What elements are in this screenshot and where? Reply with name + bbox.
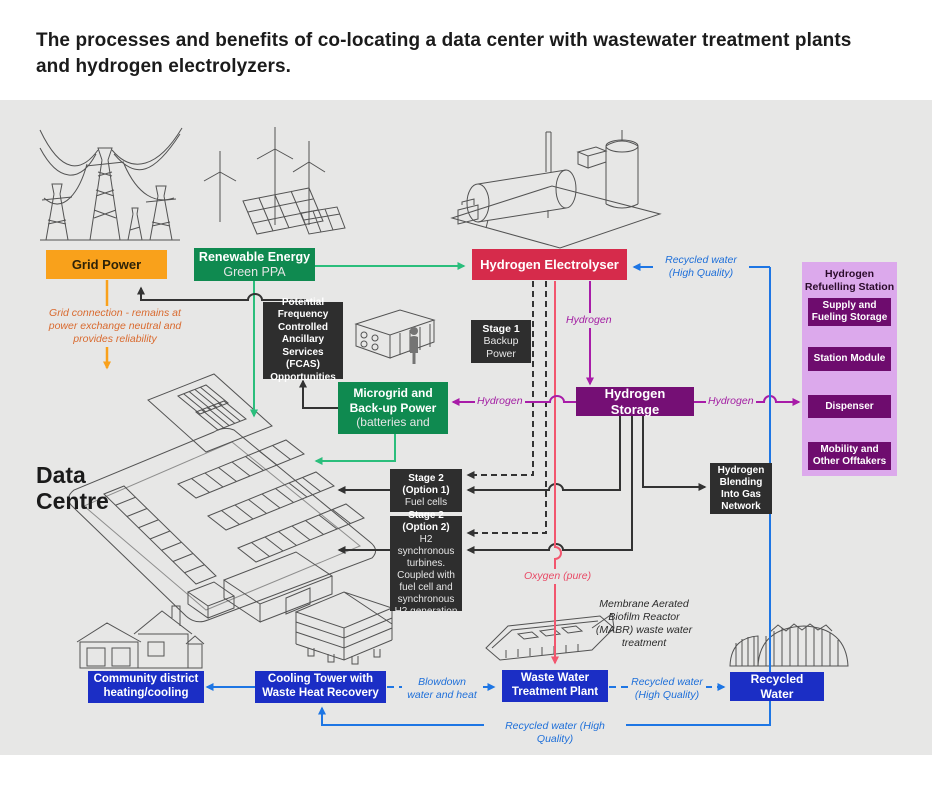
label-hydrogen-electrolyser-storage: Hydrogen: [564, 313, 614, 329]
flow-renewable-green-lines: [250, 262, 466, 465]
house-illustration: [76, 605, 205, 669]
node-stage2-option2-line1: Stage 2: [408, 509, 444, 521]
hydrogen-refuelling-station-panel: Hydrogen Refuelling Station Supply and F…: [802, 262, 897, 476]
node-grid-power: Grid Power: [46, 250, 167, 279]
node-stage1-subtitle: Backup Power: [483, 335, 519, 360]
data-centre-illustration: [68, 373, 376, 623]
electrolyser-plant-illustration: [450, 130, 662, 249]
refuelling-station-title: Hydrogen Refuelling Station: [804, 268, 895, 294]
node-hydrogen-electrolyser: Hydrogen Electrolyser: [472, 249, 627, 280]
node-renewable-energy-subtitle: Green PPA: [223, 264, 286, 279]
power-grid-pylons-illustration: [39, 127, 183, 241]
node-community-heating-cooling: Community district heating/cooling: [88, 671, 204, 703]
refuelling-step-dispenser: Dispenser: [808, 395, 891, 418]
node-wwtp: Waste Water Treatment Plant: [502, 670, 608, 702]
node-microgrid-title: Microgrid and Back-up Power: [349, 386, 437, 415]
node-cooling-tower-label: Cooling Tower with Waste Heat Recovery: [262, 673, 379, 699]
node-stage2-option2-body: H2 synchronous turbines. Coupled with fu…: [394, 533, 458, 617]
flow-backup-dashed-lines: [466, 281, 547, 537]
label-grid-connection: Grid connection - remains at power excha…: [38, 306, 192, 348]
refuelling-step-supply-storage: Supply and Fueling Storage: [808, 298, 891, 326]
node-stage2-option1: Stage 2 (Option 1) Fuel cells: [390, 469, 462, 512]
node-renewable-energy: Renewable Energy Green PPA: [194, 248, 315, 281]
node-fcas-label: Potential Frequency Controlled Ancillary…: [270, 296, 336, 383]
wind-solar-illustration: [203, 127, 346, 235]
page-title: The processes and benefits of co-locatin…: [36, 30, 852, 77]
node-fcas: Potential Frequency Controlled Ancillary…: [263, 297, 343, 383]
node-cooling-tower: Cooling Tower with Waste Heat Recovery: [255, 671, 386, 703]
flow-oxygen-line: [551, 281, 562, 665]
node-stage2-option1-body: Fuel cells: [404, 496, 448, 508]
node-stage2-option1-line1: Stage 2: [408, 472, 444, 484]
refuelling-step-mobility-offtakers: Mobility and Other Offtakers: [808, 442, 891, 470]
wwtp-illustration: [485, 613, 615, 661]
label-hydrogen-storage-refuelling: Hydrogen: [706, 394, 756, 410]
label-mabr: Membrane Aerated Biofilm Reactor (MABR) …: [595, 598, 693, 650]
label-blowdown: Blowdown water and heat: [402, 675, 482, 704]
battery-container-illustration: [354, 309, 436, 364]
label-oxygen-pure: Oxygen (pure): [522, 569, 594, 585]
recycled-water-domes-illustration: [729, 623, 849, 667]
node-hydrogen-storage-label: Hydrogen Storage: [604, 385, 666, 417]
flow-black-power-lines: [137, 286, 707, 554]
node-hydrogen-blending-label: Hydrogen Blending Into Gas Network: [717, 464, 765, 512]
node-stage1: Stage 1 Backup Power: [471, 320, 531, 363]
data-centre-label: Data Centre: [36, 462, 109, 515]
label-recycled-water-top: Recycled water (High Quality): [653, 253, 749, 282]
node-stage2-option2-line2: (Option 2): [402, 521, 450, 533]
person-silhouette: [410, 327, 418, 364]
node-recycled-water-label: Recycled Water: [750, 672, 804, 701]
node-renewable-energy-title: Renewable Energy: [198, 249, 311, 264]
node-wwtp-label: Waste Water Treatment Plant: [511, 672, 599, 698]
node-grid-power-label: Grid Power: [71, 256, 142, 272]
refuelling-step-station-module: Station Module: [808, 347, 891, 371]
node-stage1-title: Stage 1: [482, 322, 520, 335]
node-stage2-option2: Stage 2 (Option 2) H2 synchronous turbin…: [390, 510, 462, 617]
label-recycled-water-mid: Recycled water (High Quality): [628, 675, 706, 704]
node-hydrogen-electrolyser-label: Hydrogen Electrolyser: [480, 256, 619, 272]
label-recycled-water-bottom: Recycled water (High Quality): [484, 719, 626, 748]
label-hydrogen-storage-microgrid: Hydrogen: [475, 394, 525, 410]
node-hydrogen-blending: Hydrogen Blending Into Gas Network: [710, 463, 772, 514]
node-microgrid: Microgrid and Back-up Power (batteries a…: [338, 382, 448, 434]
node-hydrogen-storage: Hydrogen Storage: [576, 385, 694, 417]
node-community-label: Community district heating/cooling: [93, 673, 199, 699]
node-stage2-option1-line2: (Option 1): [402, 484, 450, 496]
node-recycled-water: Recycled Water: [730, 672, 824, 701]
node-microgrid-subtitle: (batteries and: [356, 415, 430, 430]
